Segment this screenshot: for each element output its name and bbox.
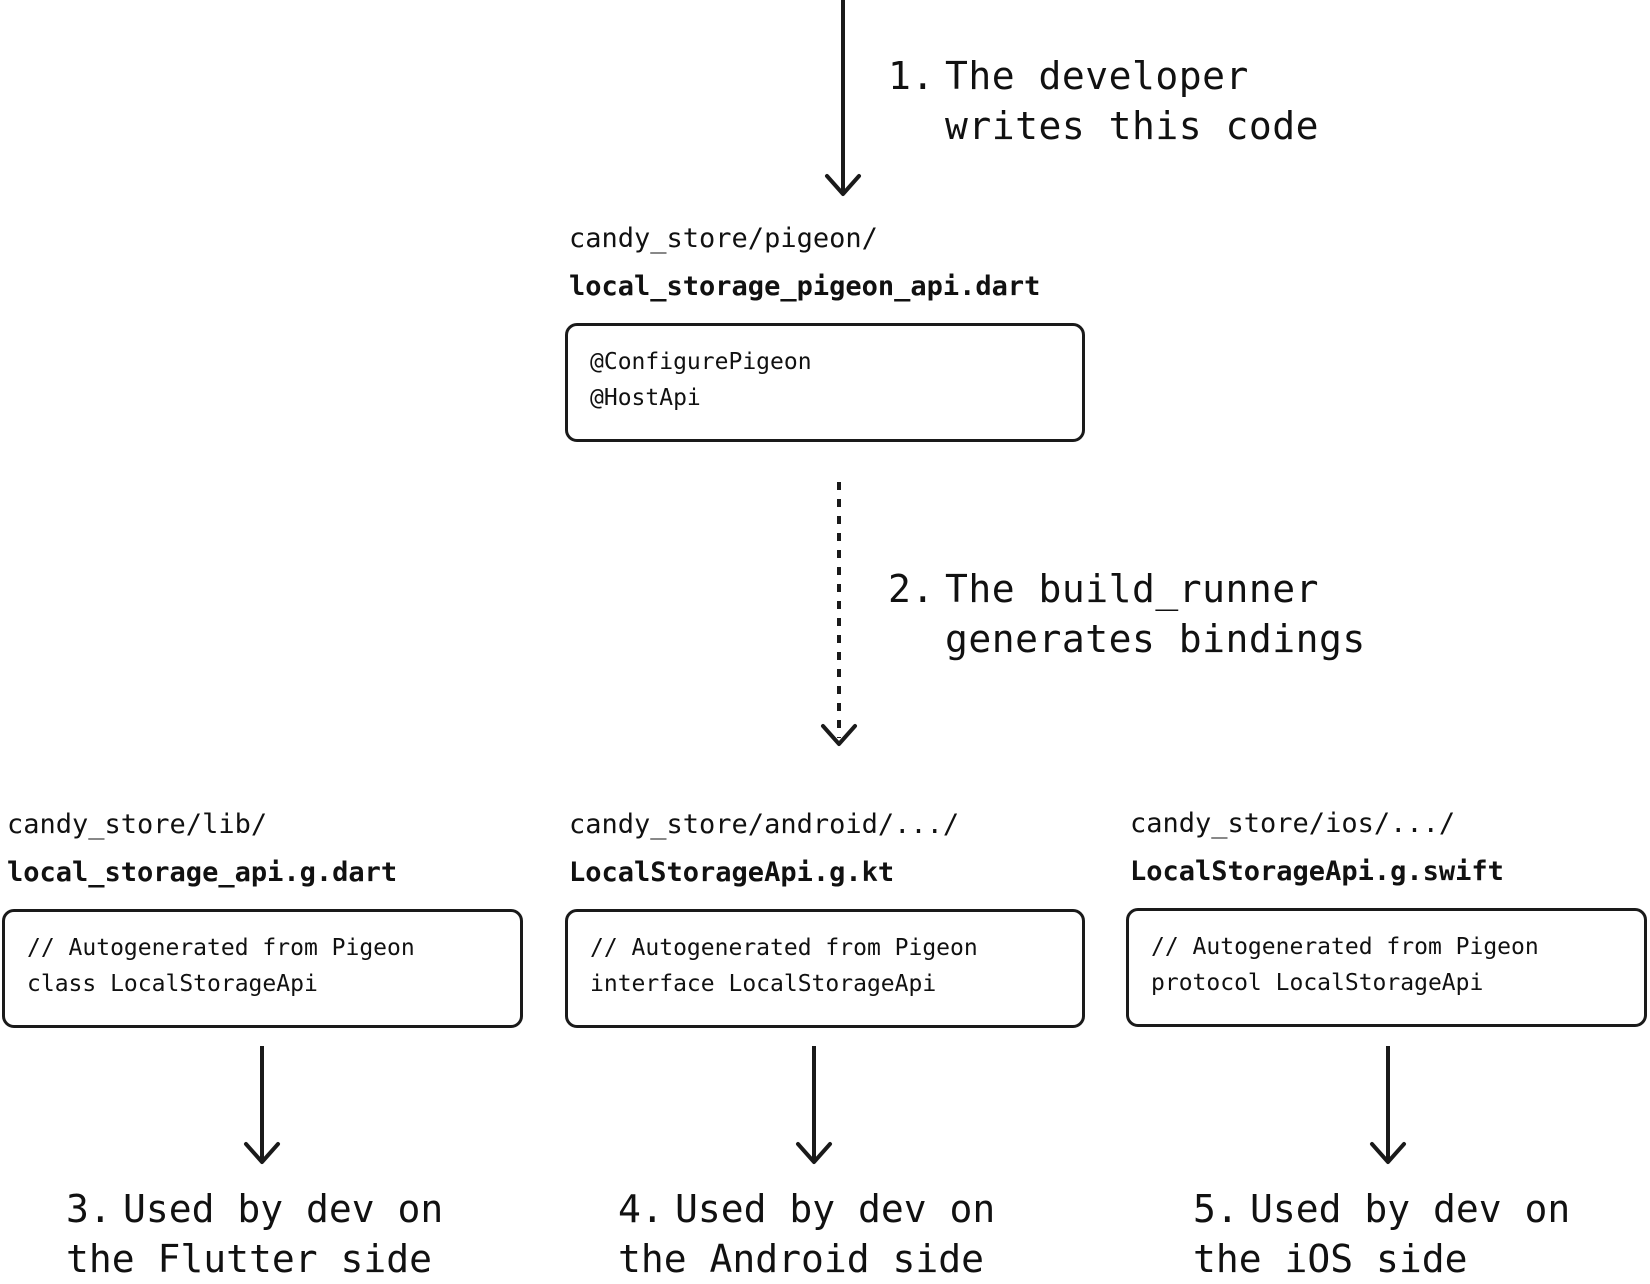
source-code-box: @ConfigurePigeon @HostApi xyxy=(565,323,1085,442)
flutter-usage-number: 3. xyxy=(66,1187,112,1231)
flutter-code-line-1: // Autogenerated from Pigeon xyxy=(27,935,415,961)
source-code-line-2: @HostApi xyxy=(590,385,701,411)
android-filename: LocalStorageApi.g.kt xyxy=(569,857,895,888)
android-code-box: // Autogenerated from Pigeon interface L… xyxy=(565,909,1085,1028)
ios-code-box: // Autogenerated from Pigeon protocol Lo… xyxy=(1126,908,1647,1027)
arrow-developer-writes xyxy=(825,0,861,196)
ios-filename: LocalStorageApi.g.swift xyxy=(1130,856,1504,887)
flutter-usage-line-2: the Flutter side xyxy=(66,1237,433,1281)
ios-code-line-1: // Autogenerated from Pigeon xyxy=(1151,934,1539,960)
step-2-line-2: generates bindings xyxy=(945,617,1366,661)
step-1-line-2: writes this code xyxy=(945,104,1320,148)
android-code-line-1: // Autogenerated from Pigeon xyxy=(590,935,978,961)
android-usage-number: 4. xyxy=(618,1187,664,1231)
arrow-flutter-usage xyxy=(244,1046,280,1164)
flutter-path: candy_store/lib/ xyxy=(7,809,268,840)
step-1-number: 1. xyxy=(888,54,935,98)
android-usage-line-1: Used by dev on xyxy=(675,1187,996,1231)
ios-code-line-2: protocol LocalStorageApi xyxy=(1151,970,1484,996)
arrow-ios-usage xyxy=(1370,1046,1406,1164)
source-code-line-1: @ConfigurePigeon xyxy=(590,349,812,375)
flutter-filename: local_storage_api.g.dart xyxy=(7,857,398,888)
flutter-code-box: // Autogenerated from Pigeon class Local… xyxy=(2,909,523,1028)
flutter-code-line-2: class LocalStorageApi xyxy=(27,971,318,997)
arrow-android-usage xyxy=(796,1046,832,1164)
step-2-line-1: The build_runner xyxy=(945,567,1320,611)
android-usage-line-2: the Android side xyxy=(618,1237,985,1281)
android-code-line-2: interface LocalStorageApi xyxy=(590,971,937,997)
step-1-line-1: The developer xyxy=(945,54,1249,98)
arrow-build-runner-generates xyxy=(821,482,857,746)
step-1-label: 1. The developer writes this code xyxy=(888,51,1319,151)
flutter-usage-label: 3. Used by dev on the Flutter side xyxy=(66,1184,443,1284)
ios-usage-number: 5. xyxy=(1193,1187,1239,1231)
flutter-usage-line-1: Used by dev on xyxy=(123,1187,444,1231)
source-path: candy_store/pigeon/ xyxy=(569,223,878,254)
ios-usage-line-1: Used by dev on xyxy=(1250,1187,1571,1231)
ios-usage-label: 5. Used by dev on the iOS side xyxy=(1193,1184,1570,1284)
step-2-number: 2. xyxy=(888,567,935,611)
source-filename: local_storage_pigeon_api.dart xyxy=(569,271,1041,302)
android-usage-label: 4. Used by dev on the Android side xyxy=(618,1184,995,1284)
ios-usage-line-2: the iOS side xyxy=(1193,1237,1468,1281)
android-path: candy_store/android/.../ xyxy=(569,809,960,840)
step-2-label: 2. The build_runner generates bindings xyxy=(888,564,1366,664)
ios-path: candy_store/ios/.../ xyxy=(1130,808,1456,839)
